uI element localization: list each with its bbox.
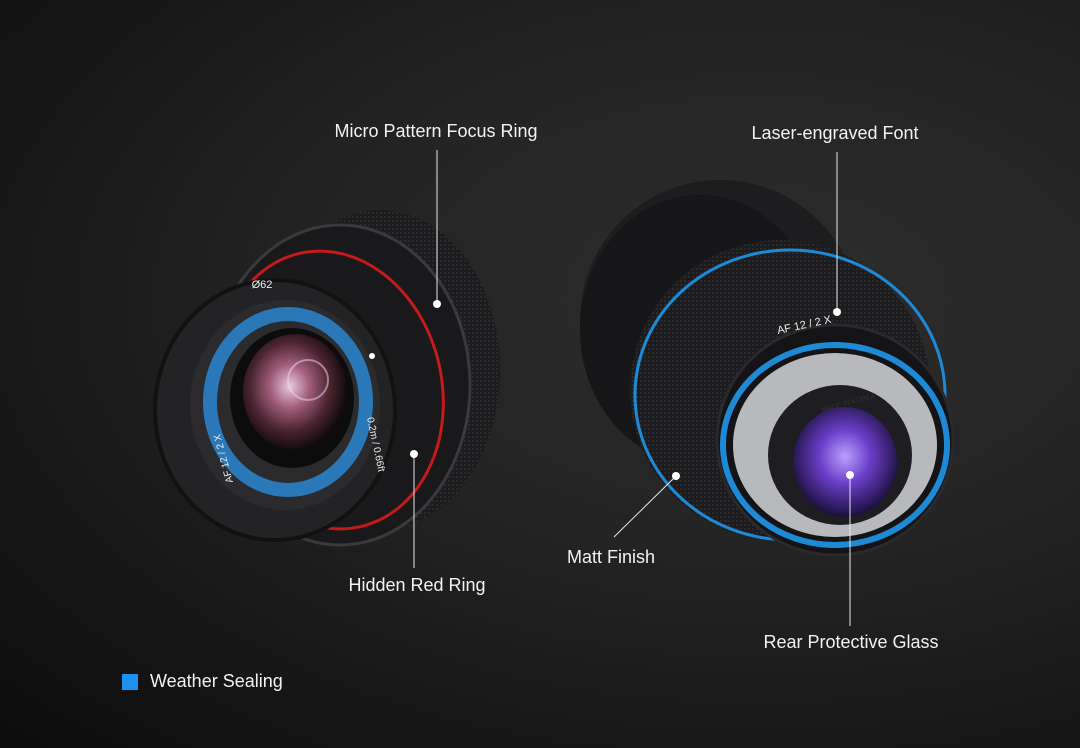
rear-weather-seal bbox=[720, 342, 950, 548]
callout-lines bbox=[410, 150, 854, 626]
front-weather-seal bbox=[203, 307, 373, 497]
legend-label: Weather Sealing bbox=[150, 671, 283, 691]
legend: Weather Sealing bbox=[122, 671, 283, 692]
callout-red-ring: Hidden Red Ring bbox=[348, 575, 486, 595]
callout-matt-finish: Matt Finish bbox=[566, 547, 656, 567]
front-lens: Ø62 0.2m / 0.66ft AF 12 / 2 X bbox=[153, 210, 500, 547]
callout-focus-ring: Micro Pattern Focus Ring bbox=[334, 121, 538, 141]
legend-swatch bbox=[122, 673, 138, 690]
callout-rear-glass: Rear Protective Glass bbox=[763, 632, 939, 652]
rear-lens: AF 12 / 2 X MADE IN KOREA bbox=[580, 180, 955, 557]
filter-marking: Ø62 bbox=[252, 279, 273, 291]
callout-laser-font: Laser-engraved Font bbox=[751, 123, 919, 143]
